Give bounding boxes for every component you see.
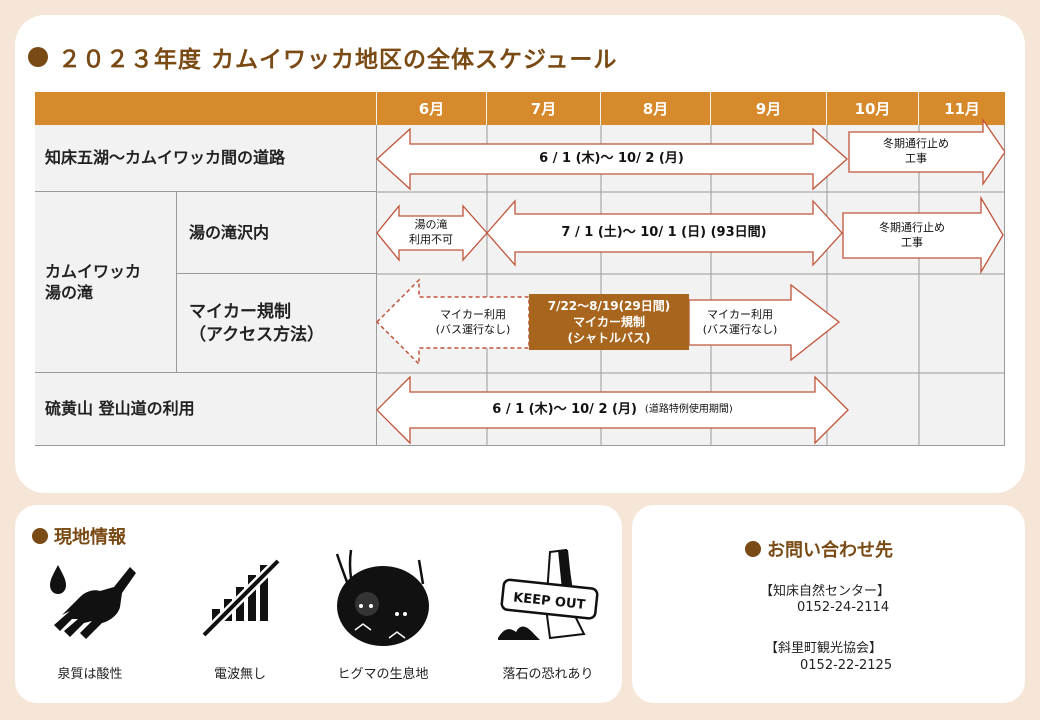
- month-header-nov: 11月: [919, 92, 1005, 125]
- road-winter-arrow: [848, 117, 1005, 187]
- info-item-rock: KEEP OUT 落石の恐れあり: [483, 548, 613, 688]
- bullet-icon: [28, 47, 48, 67]
- row-iozan-label: 硫黄山 登山道の利用: [45, 399, 195, 419]
- yunotaki-closed-text: 湯の滝 利用不可: [409, 218, 453, 246]
- contact-tel-2: 0152-22-2125: [800, 658, 893, 673]
- row-road-label: 知床五湖～カムイワッカ間の道路: [45, 148, 286, 168]
- row-yunotaki-label-cell: [177, 192, 377, 274]
- mycar-after-arrow: [688, 283, 841, 362]
- month-header-jul: 7月: [487, 92, 601, 125]
- mycar-after-text: マイカー利用 (バス運行なし): [702, 307, 778, 336]
- info-caption-signal: 電波無し: [213, 667, 266, 682]
- info-caption-bear: ヒグマの生息地: [337, 667, 429, 682]
- month-header-sep: 9月: [711, 92, 827, 125]
- row-mycar-label: マイカー規制 （アクセス方法）: [189, 302, 325, 345]
- bullet-icon: [745, 541, 761, 557]
- road-winter-text: 冬期通行止め 工事: [883, 137, 949, 165]
- iozan-note-text: (道路特例使用期間): [644, 404, 733, 416]
- info-section-title: 現地情報: [32, 523, 126, 549]
- month-header-oct: 10月: [827, 92, 919, 125]
- info-item-signal: 電波無し: [175, 557, 305, 697]
- contact-tel-1: 0152-24-2114: [797, 600, 890, 615]
- row-kamuiwakka-label: カムイワッカ 湯の滝: [45, 261, 142, 302]
- contact-title-text: お問い合わせ先: [767, 540, 893, 561]
- row-kamuiwakka-label-cell: [35, 192, 177, 373]
- iozan-period-wrap: 6 / 1 (木)～ 10/ 2 (月) (道路特例使用期間): [410, 392, 815, 428]
- row-mycar-label-cell: [177, 274, 377, 373]
- info-caption-rock: 落石の恐れあり: [502, 667, 594, 682]
- shuttle-bus-box: 7/22～8/19(29日間) マイカー規制 (シャトルバス): [529, 294, 689, 350]
- mycar-before-text: マイカー利用 (バス運行なし): [435, 307, 511, 336]
- info-item-acid: 泉質は酸性: [25, 557, 155, 697]
- row-road-label-cell: [35, 125, 377, 192]
- contact-panel: [632, 505, 1025, 703]
- timeline-grid: [375, 117, 1005, 446]
- info-item-bear: ヒグマの生息地: [318, 548, 448, 688]
- row-iozan-label-cell: [35, 373, 377, 446]
- acid-hand-icon: [50, 565, 136, 639]
- shuttle-period: 7/22～8/19(29日間): [547, 298, 671, 313]
- no-signal-icon: [200, 557, 282, 639]
- page-title: ２０２３年度 カムイワッカ地区の全体スケジュール: [28, 40, 617, 74]
- contact-org-2: 【斜里町観光協会】: [765, 641, 883, 656]
- yunotaki-period-arrow: [486, 199, 843, 267]
- falling-rock-icon: KEEP OUT: [498, 548, 599, 640]
- row-yunotaki-label: 湯の滝沢内: [189, 222, 270, 242]
- page-title-text: ２０２３年度 カムイワッカ地区の全体スケジュール: [58, 47, 618, 73]
- iozan-period-arrow: [376, 375, 849, 445]
- schedule-table: 6月 7月 8月 9月 10月 11月: [35, 92, 1005, 446]
- yunotaki-winter-text: 冬期通行止め 工事: [879, 220, 945, 249]
- bear-icon: [335, 549, 429, 646]
- contact-section-title: お問い合わせ先: [745, 536, 893, 562]
- road-period-text: 6 / 1 (木)～ 10/ 2 (月): [539, 151, 684, 167]
- shuttle-title: マイカー規制: [572, 314, 645, 329]
- info-title-text: 現地情報: [54, 527, 126, 548]
- month-header-jun: 6月: [377, 92, 487, 125]
- shuttle-sub: (シャトルバス): [567, 331, 651, 346]
- yunotaki-period-text: 7 / 1 (土)～ 10/ 1 (日) (93日間): [561, 225, 767, 241]
- road-period-arrow: [376, 127, 848, 191]
- info-caption-acid: 泉質は酸性: [57, 667, 123, 682]
- month-header-aug: 8月: [601, 92, 711, 125]
- bullet-icon: [32, 528, 48, 544]
- header-blank: [35, 92, 377, 125]
- contact-org-1: 【知床自然センター】: [760, 584, 891, 599]
- yunotaki-winter-arrow: [842, 195, 1004, 275]
- iozan-period-text: 6 / 1 (木)～ 10/ 2 (月): [492, 402, 637, 418]
